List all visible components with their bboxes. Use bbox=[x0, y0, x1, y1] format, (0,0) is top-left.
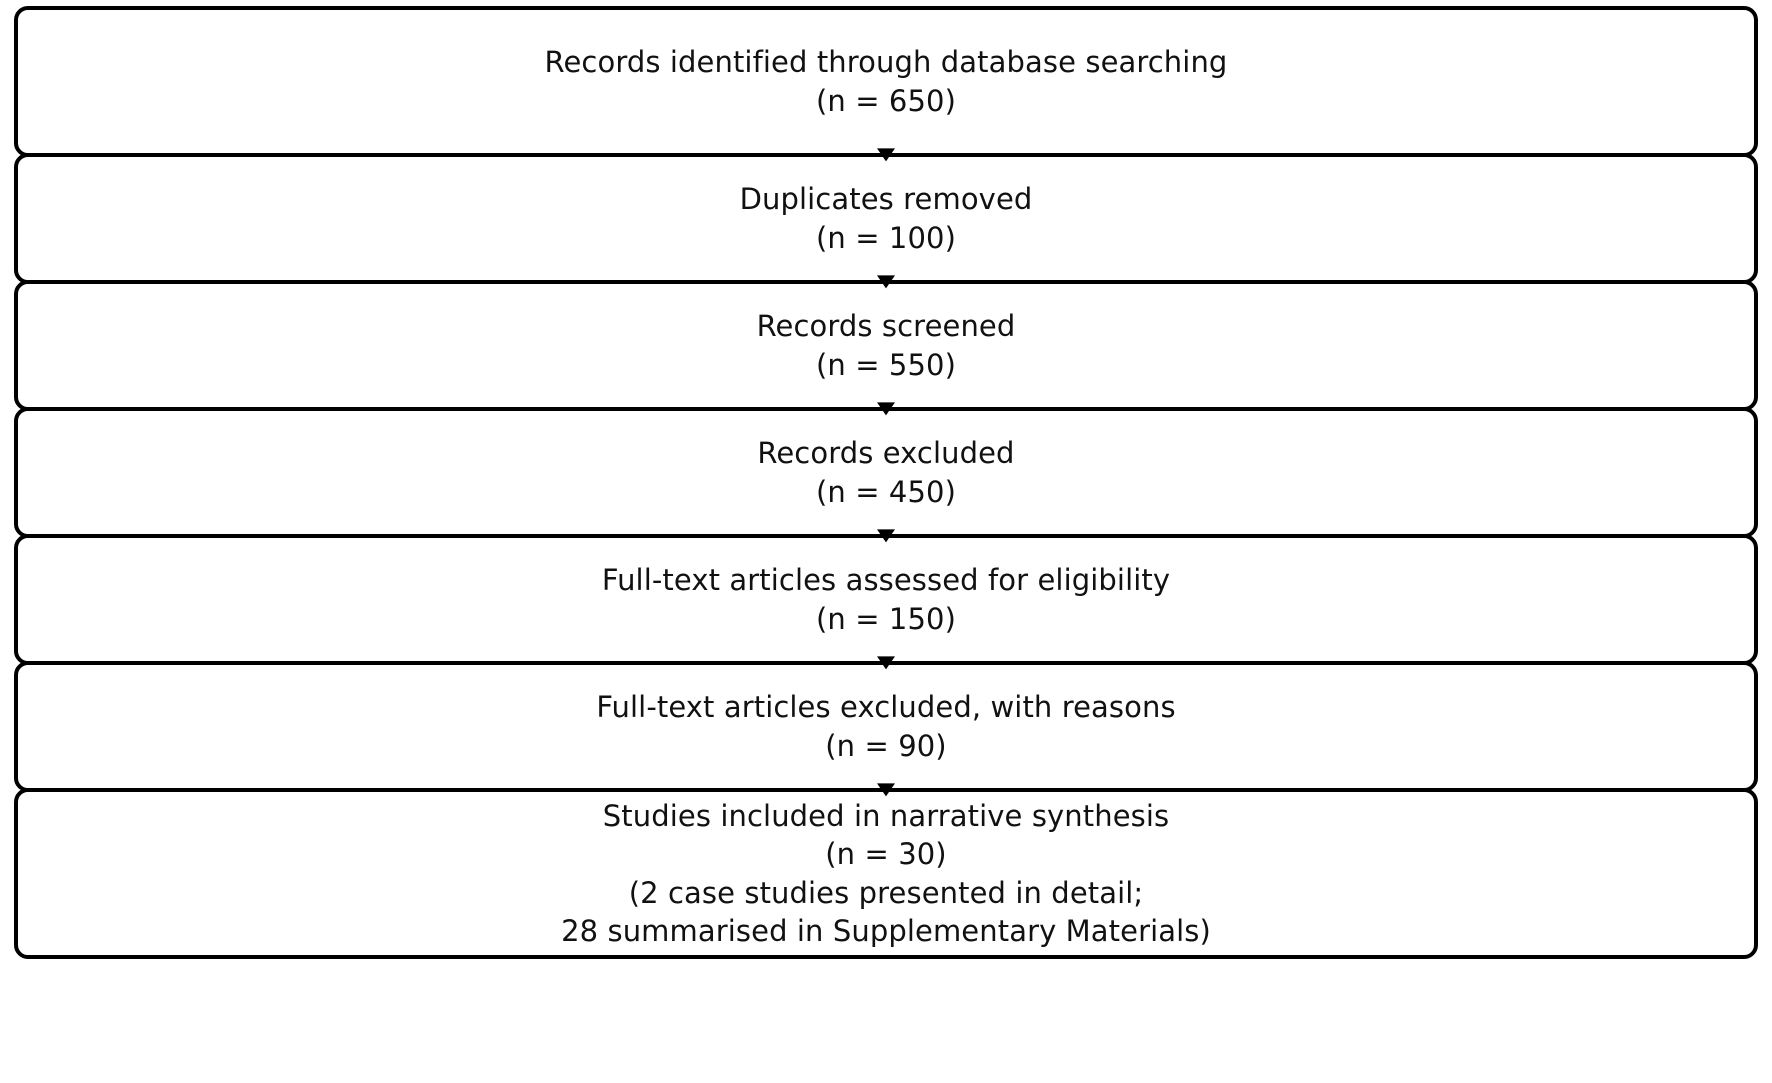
flow-node-records-identified[interactable]: Records identified through database sear… bbox=[14, 6, 1758, 157]
flow-node-records-excluded[interactable]: Records excluded (n = 450) bbox=[14, 402, 1758, 538]
flow-node-stack: Records identified through database sear… bbox=[14, 6, 1758, 1077]
flow-node-label: Duplicates removed bbox=[739, 182, 1033, 217]
flow-node-count: (n = 450) bbox=[816, 474, 956, 509]
flow-node-fulltext-assessed[interactable]: Full-text articles assessed for eligibil… bbox=[14, 529, 1758, 665]
flow-node-label: Records excluded bbox=[757, 436, 1015, 471]
flow-node-note-line-2: 28 summarised in Supplementary Materials… bbox=[561, 913, 1211, 948]
flow-node-count: (n = 90) bbox=[825, 728, 947, 763]
flow-node-fulltext-excluded[interactable]: Full-text articles excluded, with reason… bbox=[14, 656, 1758, 792]
flow-node-studies-included[interactable]: Studies included in narrative synthesis … bbox=[14, 783, 1758, 959]
flow-node-count: (n = 650) bbox=[816, 83, 956, 118]
flow-node-count: (n = 100) bbox=[816, 220, 956, 255]
flow-node-label: Full-text articles assessed for eligibil… bbox=[601, 563, 1171, 598]
flow-node-label: Records screened bbox=[756, 309, 1016, 344]
flow-node-label: Records identified through database sear… bbox=[544, 45, 1228, 80]
flow-node-count: (n = 550) bbox=[816, 347, 956, 382]
flow-node-label: Studies included in narrative synthesis bbox=[602, 798, 1170, 833]
flow-node-records-screened[interactable]: Records screened (n = 550) bbox=[14, 275, 1758, 411]
flow-node-note-line-1: (2 case studies presented in detail; bbox=[628, 875, 1144, 910]
flow-node-label: Full-text articles excluded, with reason… bbox=[596, 690, 1176, 725]
flow-node-duplicates-removed[interactable]: Duplicates removed (n = 100) bbox=[14, 148, 1758, 284]
flow-node-count: (n = 150) bbox=[816, 601, 956, 636]
flow-node-count: (n = 30) bbox=[825, 837, 947, 872]
